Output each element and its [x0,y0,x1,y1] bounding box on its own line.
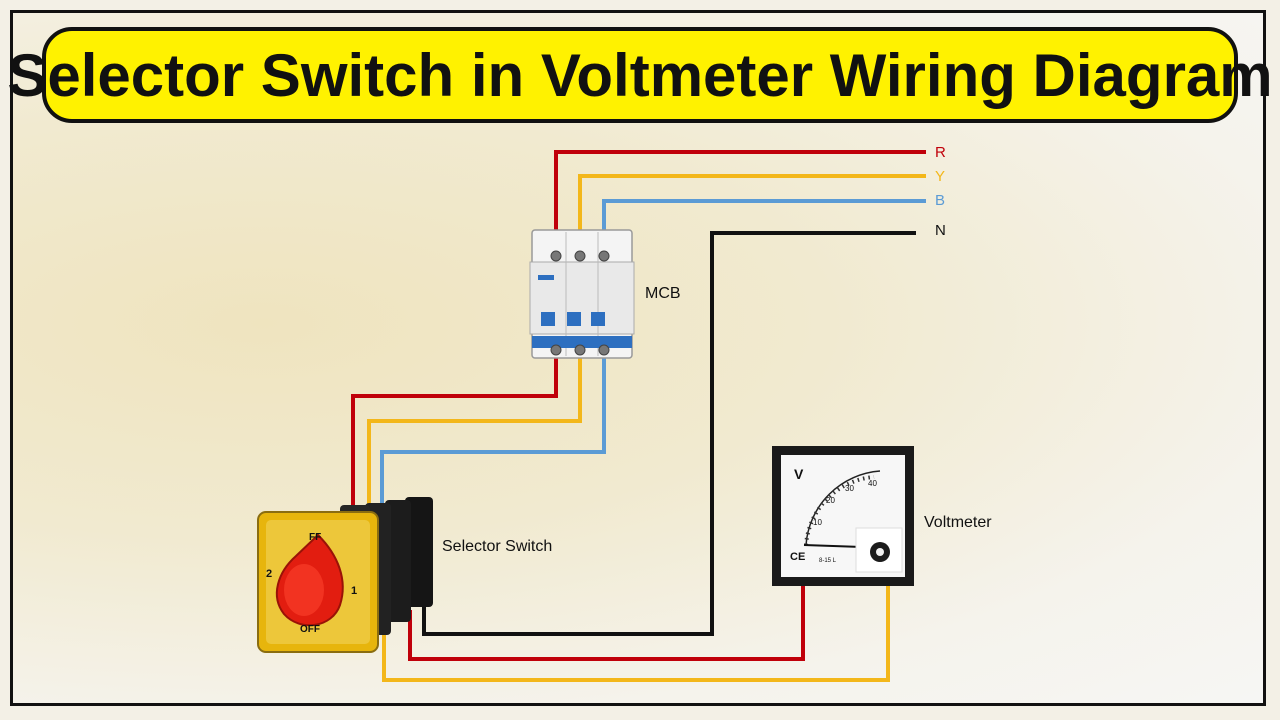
switch-mark-off-bottom: OFF [300,624,320,635]
voltmeter-scale-40: 40 [868,479,877,488]
voltmeter-scale-10: 10 [813,518,822,527]
wire-y-mcb-to-switch [367,352,582,516]
title-banner: Selector Switch in Voltmeter Wiring Diag… [7,27,1273,123]
voltmeter-scale-30: 30 [845,484,854,493]
wire-r-mcb-to-switch [351,352,558,516]
switch-mark-off-top: FF [309,532,322,543]
voltmeter-unit: V [794,466,804,482]
voltmeter-device [772,446,914,586]
selector-switch [257,497,433,653]
wire-red-switch-to-meter [408,586,805,661]
switch-mark-2: 2 [266,568,273,580]
wire-yellow-switch-to-meter [382,586,890,682]
mcb-label: MCB [645,285,681,302]
phase-label-n: N [935,222,946,239]
wire-b-mcb-to-switch [380,352,606,516]
wire-r-supply [554,150,926,248]
voltmeter-ce-mark: CE [790,551,806,563]
diagram-title: Selector Switch in Voltmeter Wiring Diag… [7,41,1273,109]
phase-label-y: Y [935,168,946,185]
selector-switch-label: Selector Switch [442,538,553,555]
phase-label-b: B [935,192,946,209]
phase-label-r: R [935,144,946,161]
diagram-frame [10,10,1266,706]
wire-b-supply [602,199,926,248]
mcb-breaker [529,229,635,359]
switch-mark-1: 1 [351,585,358,597]
voltmeter-scale-20: 20 [826,496,835,505]
voltmeter-label: Voltmeter [924,514,992,531]
voltmeter-small-text: 8-15 L [819,558,837,564]
wire-n-supply [422,231,916,636]
voltmeter-needle [803,544,863,548]
wire-y-supply [578,174,926,248]
